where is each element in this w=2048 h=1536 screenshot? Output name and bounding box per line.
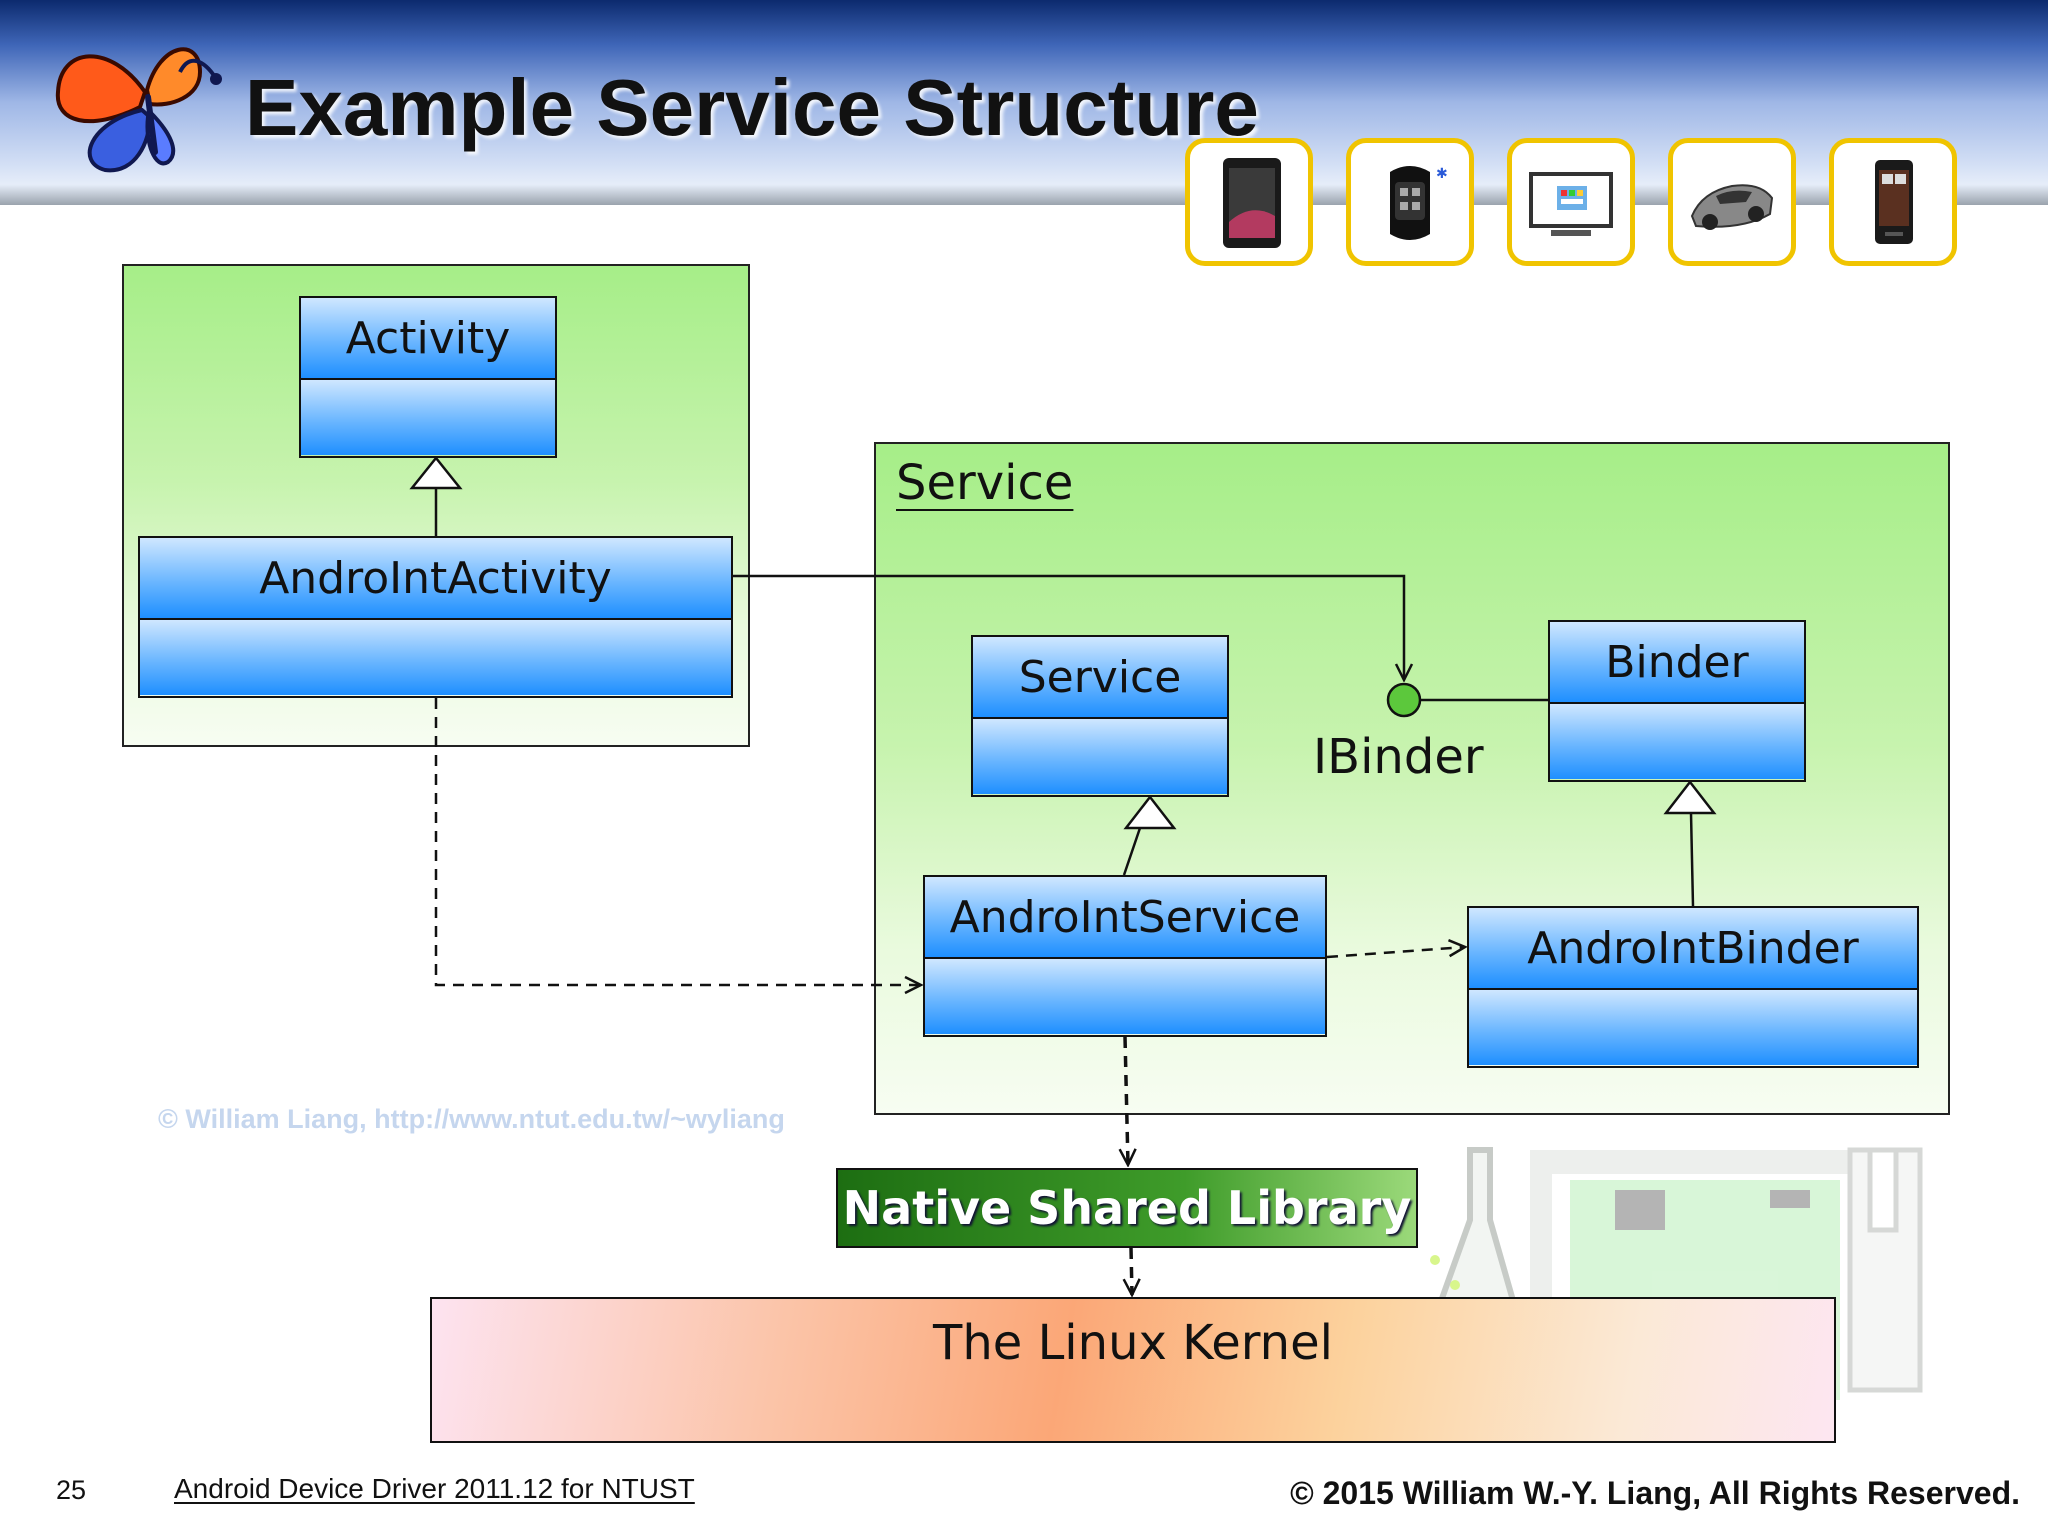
native-to-kernel-dependency: [1131, 1247, 1132, 1295]
svg-text:✱: ✱: [1436, 166, 1448, 182]
service-class-box: Service: [971, 635, 1229, 797]
car-icon: [1690, 184, 1774, 230]
copyright-footer: © 2015 William W.-Y. Liang, All Rights R…: [1290, 1475, 2020, 1511]
ibinder-interface-label: IBinder: [1313, 729, 1484, 785]
androint-activity-class-box: AndroIntActivity: [138, 536, 733, 698]
binder-class-name: Binder: [1550, 622, 1804, 704]
page-number: 25: [56, 1475, 87, 1505]
device-tile-tablet: [1185, 138, 1313, 266]
androint-service-class-name: AndroIntService: [925, 877, 1325, 959]
activity-class-box: Activity: [299, 296, 557, 458]
device-tile-phone: [1829, 138, 1957, 266]
native-shared-library-box: Native Shared Library: [836, 1168, 1418, 1248]
butterfly-logo-icon: [55, 47, 222, 173]
androint-binder-class-box: AndroIntBinder: [1467, 906, 1919, 1068]
binder-class-box: Binder: [1548, 620, 1806, 782]
course-footer: Android Device Driver 2011.12 for NTUST: [174, 1473, 695, 1504]
androint-activity-class-name: AndroIntActivity: [140, 538, 731, 620]
device-tile-tv: [1507, 138, 1635, 266]
watermark-text: © William Liang, http://www.ntut.edu.tw/…: [158, 1104, 785, 1134]
linux-kernel-box: The Linux Kernel: [430, 1297, 1836, 1443]
device-tile-car: [1668, 138, 1796, 266]
linux-kernel-label: The Linux Kernel: [933, 1315, 1333, 1371]
androint-binder-class-name: AndroIntBinder: [1469, 908, 1917, 990]
device-tile-watch: ✱: [1346, 138, 1474, 266]
androint-service-class-box: AndroIntService: [923, 875, 1327, 1037]
activity-class-name: Activity: [301, 298, 555, 380]
tv-icon: [1529, 172, 1613, 236]
phone-icon: [1875, 160, 1913, 244]
service-class-name: Service: [973, 637, 1227, 719]
smartwatch-icon: ✱: [1390, 166, 1448, 240]
page-title: Example Service Structure: [245, 63, 1259, 152]
service-package-label: Service: [896, 455, 1074, 511]
tablet-icon: [1223, 158, 1281, 248]
